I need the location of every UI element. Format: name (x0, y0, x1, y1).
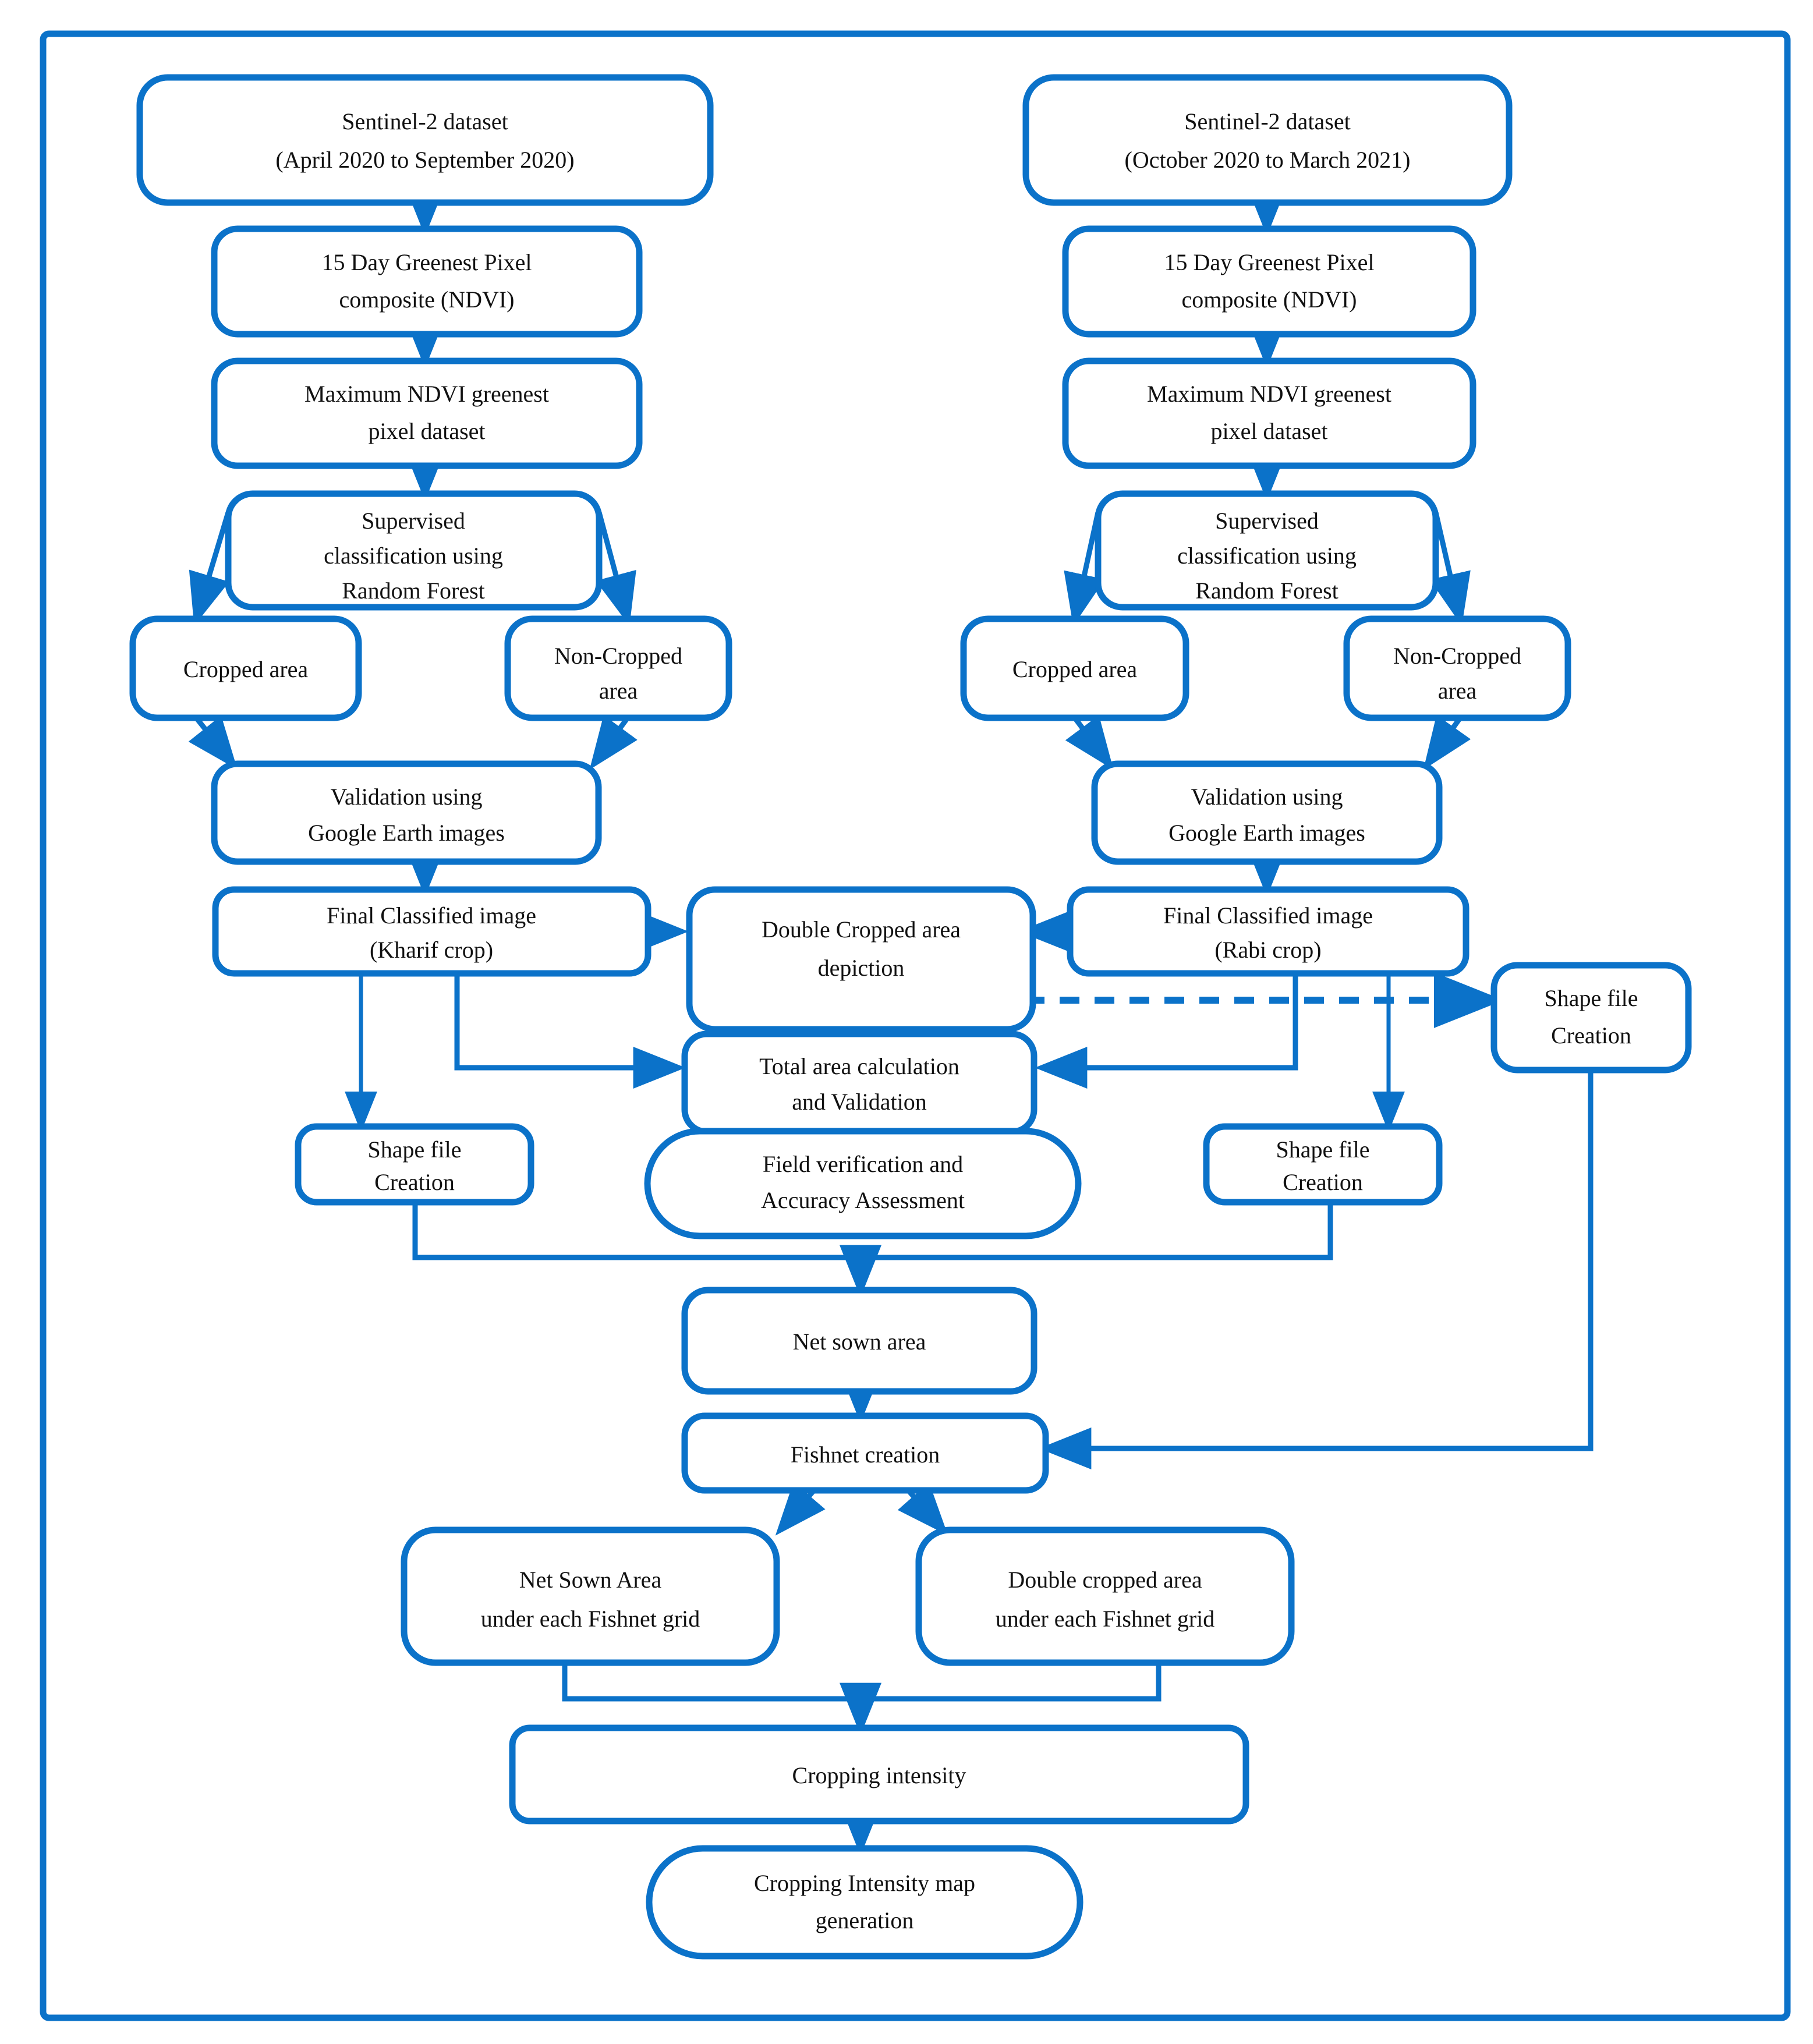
node-rabi-composite-line-1: 15 Day Greenest Pixel (1164, 249, 1374, 275)
node-rabi-maxndvi-line-2: pixel dataset (1210, 418, 1327, 444)
node-kharif-cropped-line-1: Cropped area (183, 656, 309, 682)
node-kharif-maxndvi-line-2: pixel dataset (368, 418, 485, 444)
edge-kharif-cropped-to-validation (188, 715, 238, 770)
node-rabi-final-line-2: (Rabi crop) (1214, 937, 1321, 963)
edge-kharif-final-to-total (454, 973, 686, 1089)
edge-kharif-noncropped-to-validation (589, 715, 638, 770)
node-kharif-composite-line-2: composite (NDVI) (339, 286, 514, 313)
node-rabi-shapefile-line-1: Shape file (1276, 1136, 1369, 1163)
node-double-shapefile[interactable]: Shape file Creation (1490, 962, 1692, 1074)
node-rabi-shapefile[interactable]: Shape file Creation (1203, 1123, 1443, 1206)
node-kharif-composite-line-1: 15 Day Greenest Pixel (321, 249, 532, 275)
node-kharif-final-line-1: Final Classified image (327, 902, 536, 929)
node-total-area-line-1: Total area calculation (759, 1053, 959, 1079)
edge-rabi-classify-to-noncropped (1429, 511, 1471, 626)
node-kharif-maxndvi-line-1: Maximum NDVI greenest (304, 381, 549, 407)
node-kharif-cropped[interactable]: Cropped area (129, 615, 362, 721)
node-kharif-classify-line-2: classification using (324, 543, 503, 569)
node-kharif-noncropped[interactable]: Non-Cropped area (504, 615, 732, 721)
node-rabi-dataset-line-2: (October 2020 to March 2021) (1125, 147, 1411, 173)
node-rabi-classify-line-3: Random Forest (1195, 578, 1338, 604)
edge-rabi-cropped-to-validation (1065, 715, 1114, 770)
node-cropping-intensity-line-1: Cropping intensity (792, 1762, 966, 1788)
node-total-area-line-2: and Validation (792, 1089, 926, 1115)
edge-grids-merge (562, 1662, 1162, 1702)
node-kharif-shapefile-line-1: Shape file (367, 1136, 461, 1163)
node-kharif-dataset-line-2: (April 2020 to September 2020) (275, 147, 574, 173)
node-rabi-cropped[interactable]: Cropped area (960, 615, 1189, 721)
node-rabi-final[interactable]: Final Classified image (Rabi crop) (1067, 886, 1469, 977)
node-rabi-noncropped[interactable]: Non-Cropped area (1343, 615, 1571, 721)
node-double-cropped-line-2: depiction (818, 955, 905, 981)
node-rabi-shapefile-line-2: Creation (1283, 1169, 1363, 1195)
edge-rabi-noncropped-to-validation (1423, 715, 1471, 770)
node-rabi-validation-line-1: Validation using (1191, 784, 1343, 810)
node-fishnet-creation-line-1: Fishnet creation (791, 1441, 940, 1468)
node-ci-map[interactable]: Cropping Intensity map generation (646, 1845, 1083, 1960)
node-rabi-classify-line-1: Supervised (1215, 508, 1319, 534)
node-double-cropped-line-1: Double Cropped area (762, 916, 961, 943)
node-fishnet-creation[interactable]: Fishnet creation (681, 1412, 1049, 1494)
node-kharif-final-line-2: (Kharif crop) (370, 937, 493, 963)
node-kharif-dataset-line-1: Sentinel-2 dataset (342, 108, 508, 134)
node-rabi-final-line-1: Final Classified image (1163, 902, 1373, 929)
edge-fishnet-to-nsa-grid (775, 1482, 826, 1536)
node-dca-per-grid-line-1: Double cropped area (1008, 1567, 1202, 1593)
node-rabi-maxndvi-line-1: Maximum NDVI greenest (1147, 381, 1391, 407)
node-rabi-dataset-line-1: Sentinel-2 dataset (1184, 108, 1350, 134)
node-nsa-per-grid-line-2: under each Fishnet grid (481, 1606, 700, 1632)
node-kharif-validation-line-2: Google Earth images (308, 820, 505, 846)
node-rabi-noncropped-line-1: Non-Cropped (1393, 643, 1521, 669)
edge-kharif-classify-to-noncropped (596, 511, 636, 626)
node-kharif-classify-line-3: Random Forest (342, 578, 485, 604)
node-rabi-dataset[interactable]: Sentinel-2 dataset (October 2020 to Marc… (1022, 74, 1513, 206)
edge-fishnet-to-dca-grid (897, 1482, 948, 1536)
node-rabi-composite[interactable]: 15 Day Greenest Pixel composite (NDVI) (1062, 225, 1476, 338)
outer-frame (40, 30, 1791, 2021)
node-rabi-validation[interactable]: Validation using Google Earth images (1091, 760, 1443, 865)
node-ci-map-line-2: generation (816, 1907, 914, 1933)
node-kharif-shapefile[interactable]: Shape file Creation (295, 1123, 534, 1206)
node-nsa-per-grid[interactable]: Net Sown Area under each Fishnet grid (401, 1526, 780, 1666)
edge-doubleshapefile-to-fishnet (1039, 1070, 1594, 1469)
node-rabi-classify-line-2: classification using (1177, 543, 1357, 569)
node-kharif-dataset[interactable]: Sentinel-2 dataset (April 2020 to Septem… (136, 74, 714, 206)
node-net-sown-area[interactable]: Net sown area (681, 1287, 1037, 1395)
node-nsa-per-grid-line-1: Net Sown Area (519, 1567, 662, 1593)
node-kharif-maxndvi[interactable]: Maximum NDVI greenest pixel dataset (211, 357, 643, 469)
node-cropping-intensity[interactable]: Cropping intensity (509, 1724, 1249, 1825)
node-kharif-validation[interactable]: Validation using Google Earth images (211, 760, 602, 865)
node-kharif-validation-line-1: Validation using (330, 784, 482, 810)
edge-layer (188, 183, 1594, 1856)
node-double-shapefile-line-1: Shape file (1544, 985, 1638, 1011)
node-rabi-validation-line-2: Google Earth images (1168, 820, 1365, 846)
node-field-verification-line-1: Field verification and (763, 1151, 963, 1177)
node-kharif-noncropped-line-1: Non-Cropped (554, 643, 682, 669)
node-kharif-composite[interactable]: 15 Day Greenest Pixel composite (NDVI) (211, 225, 643, 338)
node-rabi-composite-line-2: composite (NDVI) (1181, 286, 1357, 313)
node-kharif-classify[interactable]: Supervised classification using Random F… (225, 490, 603, 611)
edge-kharif-classify-to-cropped (189, 511, 231, 626)
node-rabi-cropped-line-1: Cropped area (1012, 656, 1138, 682)
edge-rabi-final-to-total (1035, 973, 1298, 1089)
node-kharif-noncropped-line-2: area (599, 678, 638, 704)
node-double-shapefile-line-2: Creation (1551, 1022, 1631, 1048)
node-ci-map-line-1: Cropping Intensity map (754, 1870, 975, 1896)
node-kharif-classify-line-1: Supervised (362, 508, 465, 534)
node-dca-per-grid-line-2: under each Fishnet grid (996, 1606, 1215, 1632)
node-total-area[interactable]: Total area calculation and Validation (681, 1030, 1037, 1135)
node-dca-per-grid[interactable]: Double cropped area under each Fishnet g… (915, 1526, 1295, 1666)
node-rabi-classify[interactable]: Supervised classification using Random F… (1095, 490, 1439, 611)
edge-rabi-classify-to-cropped (1064, 512, 1105, 626)
node-field-verification[interactable]: Field verification and Accuracy Assessme… (644, 1128, 1082, 1239)
node-field-verification-line-2: Accuracy Assessment (761, 1187, 965, 1213)
node-rabi-maxndvi[interactable]: Maximum NDVI greenest pixel dataset (1062, 357, 1476, 469)
node-rabi-noncropped-line-2: area (1438, 678, 1477, 704)
node-double-cropped[interactable]: Double Cropped area depiction (686, 886, 1036, 1033)
node-net-sown-area-line-1: Net sown area (793, 1329, 926, 1355)
node-kharif-final[interactable]: Final Classified image (Kharif crop) (212, 886, 651, 977)
node-kharif-shapefile-line-2: Creation (374, 1169, 455, 1195)
